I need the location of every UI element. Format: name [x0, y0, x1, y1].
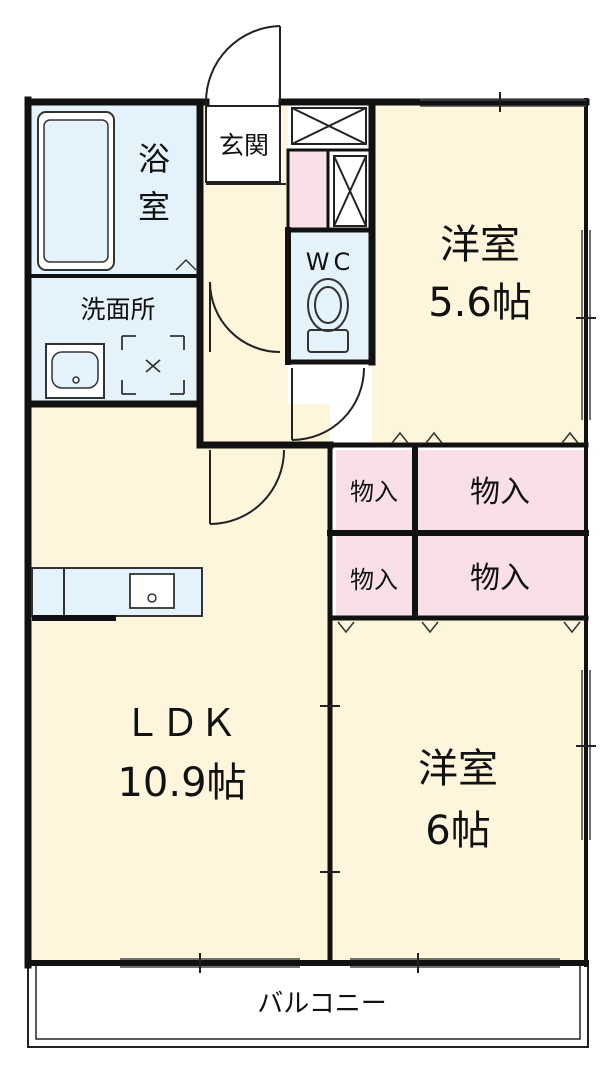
room-south-name: 洋室: [418, 746, 498, 792]
room-north-name: 洋室: [440, 222, 520, 268]
storage-floor-1: [336, 450, 412, 530]
bathtub: [37, 111, 197, 271]
storage-floor-3: [336, 536, 412, 616]
storage-door-marks: [337, 431, 581, 634]
room-south-floor: [330, 618, 586, 962]
ldk-size: 10.9帖: [117, 760, 246, 806]
storage-label-4: 物入: [470, 561, 530, 596]
bath-label-line1: 浴: [138, 140, 170, 178]
kitchen-counter: [31, 567, 203, 621]
wash-basin: [45, 343, 105, 399]
wall-ticks: [199, 92, 596, 973]
storage-floor-4: [418, 536, 586, 616]
wc-label: WC: [306, 248, 355, 276]
toilet: [307, 278, 349, 353]
ldk-name: ＬＤＫ: [123, 701, 237, 745]
washing-machine-space: [121, 335, 185, 395]
genkan-floor: [206, 104, 282, 184]
storage-label-1: 物入: [350, 478, 398, 506]
washroom-label: 洗面所: [80, 295, 155, 324]
balcony-label: バルコニー: [257, 989, 386, 1019]
storage-label-3: 物入: [350, 566, 398, 594]
room-floors: [28, 104, 586, 962]
genkan-label: 玄関: [219, 131, 269, 160]
windows: [120, 99, 591, 968]
balcony: バルコニー: [27, 961, 589, 1048]
ldk-floor: [28, 404, 330, 962]
room-south-size: 6帖: [425, 808, 490, 854]
bath-label-line2: 室: [138, 188, 170, 226]
storage-label-2: 物入: [470, 475, 530, 510]
walls: [24, 96, 590, 969]
room-north-size: 5.6帖: [428, 280, 532, 326]
room-north-floor: [372, 104, 586, 444]
doors: [205, 25, 367, 525]
storage-floor-2: [418, 450, 586, 530]
room-labels: 浴 室 玄関 WC 洗面所 洋室 5.6帖 物入 物入 物入 物入 ＬＤＫ 10…: [80, 131, 531, 854]
wc-floor: [288, 230, 372, 360]
shoe-storage: [288, 150, 328, 230]
